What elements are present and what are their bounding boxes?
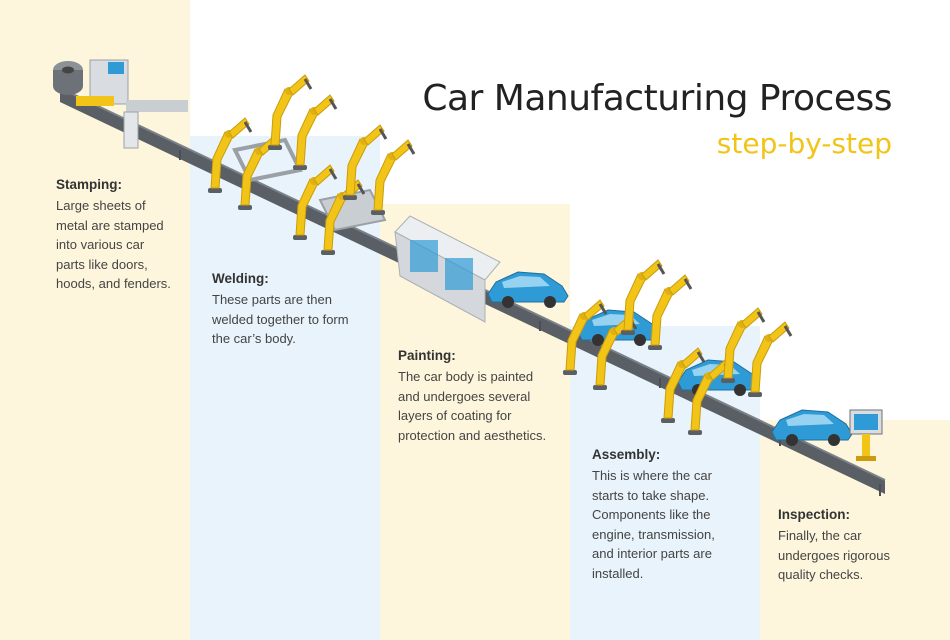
step-painting: Painting: The car body is painted and un… bbox=[398, 348, 558, 445]
step-description: The car body is painted and undergoes se… bbox=[398, 369, 547, 443]
step-title: Assembly: bbox=[592, 447, 661, 462]
step-title: Welding: bbox=[212, 271, 269, 286]
step-description: Finally, the car undergoes rigorous qual… bbox=[778, 528, 891, 582]
page-title: Car Manufacturing Process bbox=[422, 78, 892, 119]
inspection-column-bg bbox=[760, 420, 950, 640]
step-title: Stamping: bbox=[56, 177, 122, 192]
step-stamping: Stamping: Large sheets of metal are stam… bbox=[56, 177, 176, 294]
step-title: Painting: bbox=[398, 348, 456, 363]
stamping-machine bbox=[53, 59, 188, 149]
step-description: This is where the car starts to take sha… bbox=[592, 468, 715, 581]
step-title: Inspection: bbox=[778, 507, 851, 522]
step-welding: Welding: These parts are then welded tog… bbox=[212, 271, 362, 349]
page-subtitle: step-by-step bbox=[716, 127, 892, 160]
welding-robots bbox=[206, 73, 416, 257]
paint-booth bbox=[394, 215, 501, 323]
step-inspection: Inspection: Finally, the car undergoes r… bbox=[778, 507, 908, 585]
step-description: These parts are then welded together to … bbox=[212, 292, 349, 346]
step-assembly: Assembly: This is where the car starts t… bbox=[592, 447, 722, 583]
inspection-kiosk bbox=[849, 409, 883, 461]
step-description: Large sheets of metal are stamped into v… bbox=[56, 198, 171, 291]
